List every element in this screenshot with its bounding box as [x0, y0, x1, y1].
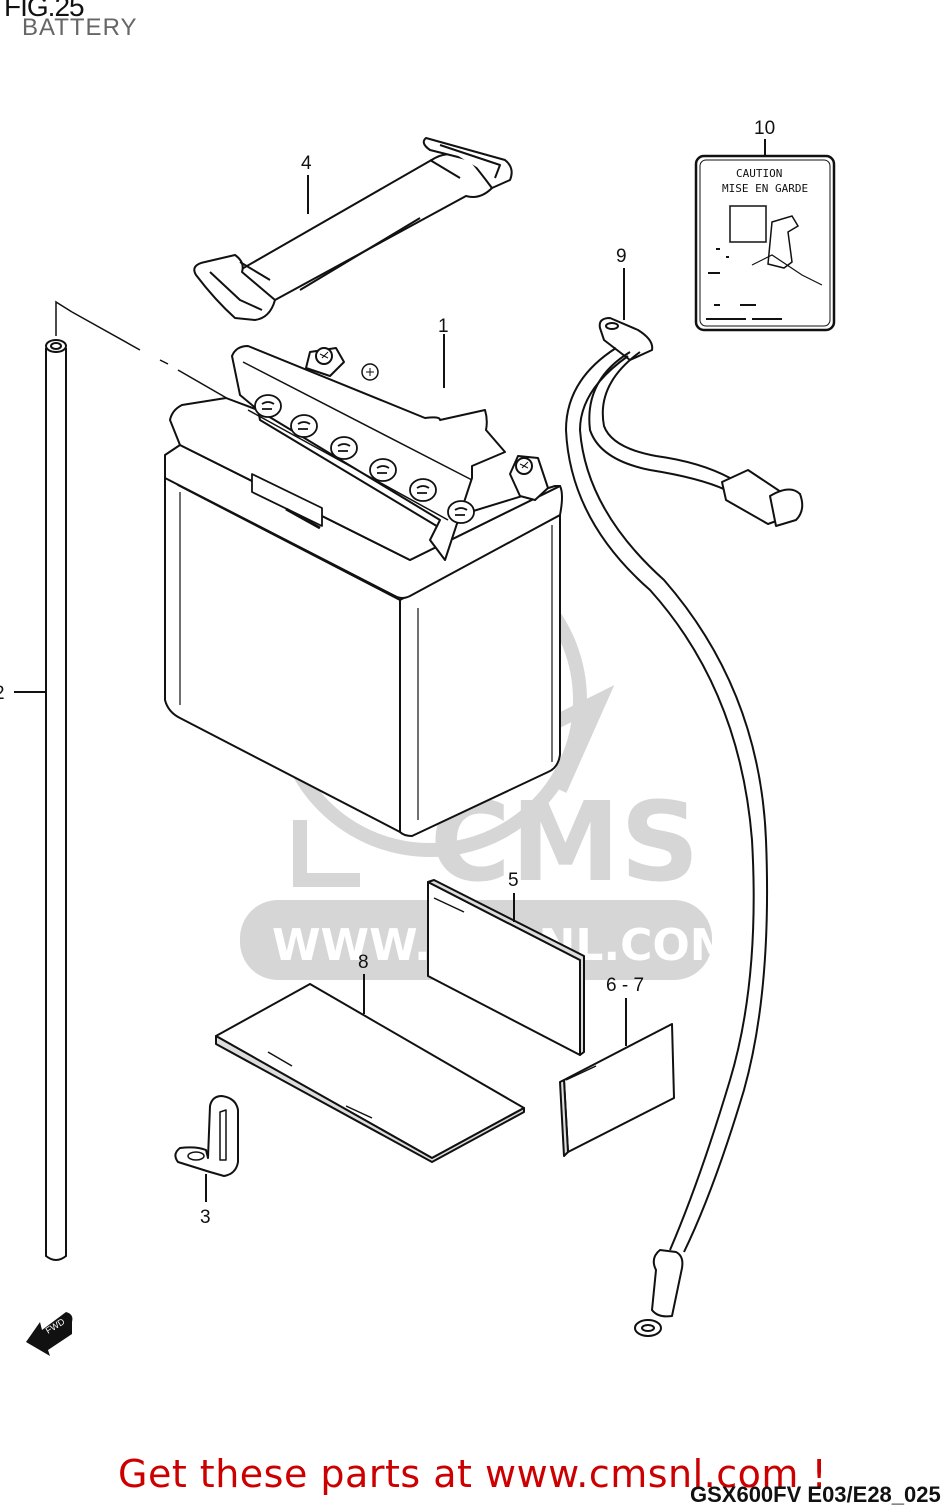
callout-8: 8	[358, 952, 369, 973]
battery-band	[193, 137, 513, 321]
callout-4: 4	[301, 153, 312, 174]
callout-9: 9	[616, 246, 627, 267]
cushion-8	[215, 983, 525, 1163]
callout-10: 10	[754, 118, 775, 139]
callout-3: 3	[200, 1207, 211, 1228]
model-code: GSX600FV E03/E28_025	[690, 1482, 941, 1507]
cushion-5	[427, 879, 585, 1056]
figure-number: FIG.25	[4, 0, 85, 22]
breather-tube	[45, 300, 231, 1261]
cushion-6-7	[559, 1023, 675, 1157]
parts-link-banner[interactable]: Get these parts at www.cmsnl.com !	[118, 1452, 828, 1496]
figure-title: BATTERY	[22, 14, 138, 41]
callout-2: 2	[0, 683, 5, 704]
caution-text: CAUTION	[736, 167, 782, 180]
battery	[164, 345, 563, 837]
caution-label: CAUTION MISE EN GARDE	[694, 154, 836, 332]
callout-6-7: 6 - 7	[606, 975, 644, 996]
callout-1: 1	[438, 316, 449, 337]
mise-en-garde-text: MISE EN GARDE	[722, 182, 808, 195]
tube-clamp	[174, 1095, 239, 1177]
battery-cable	[565, 317, 804, 1337]
fwd-arrow-icon: FWD	[26, 1312, 73, 1356]
callout-5: 5	[508, 870, 519, 891]
